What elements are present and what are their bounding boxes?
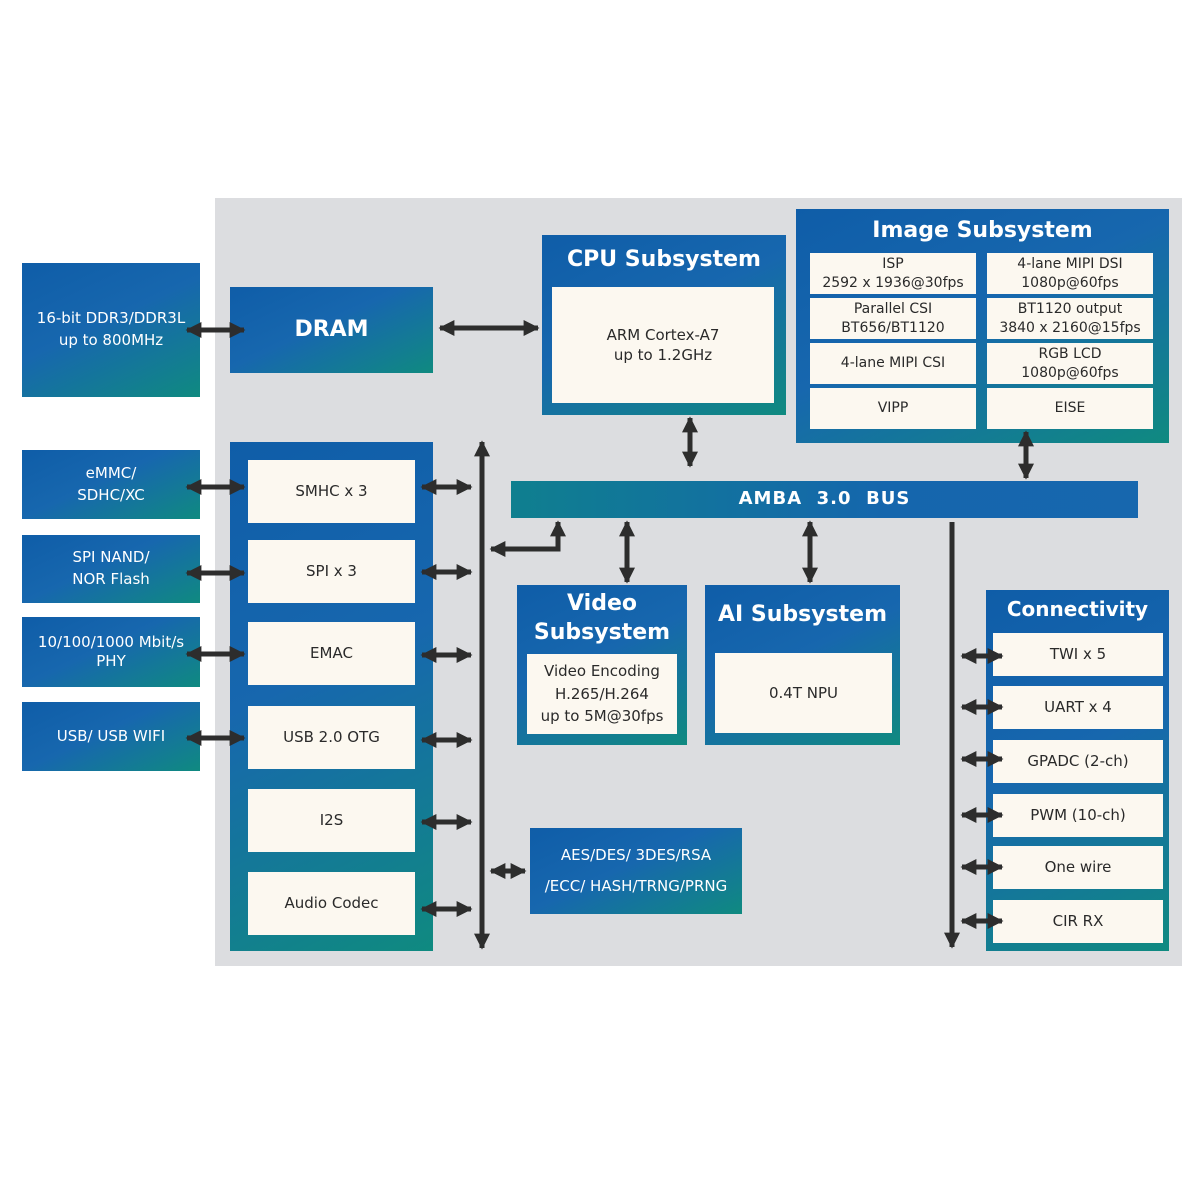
phy-interface-box: 10/100/1000 Mbit/s PHY <box>22 617 200 687</box>
ddr-interface-box: 16-bit DDR3/DDR3L up to 800MHz <box>22 263 200 397</box>
video-subsystem-title: Video Subsystem <box>533 591 671 645</box>
image-cell-mipi-csi-label: 4-lane MIPI CSI <box>840 355 946 372</box>
image-cell-parallel-csi: Parallel CSI BT656/BT1120 <box>810 298 976 339</box>
arrow-vertical-bus-amba <box>489 520 567 558</box>
image-subsystem-title: Image Subsystem <box>872 218 1093 243</box>
cpu-core-box: ARM Cortex-A7 up to 1.2GHz <box>552 287 774 403</box>
image-cell-eise: EISE <box>987 388 1153 429</box>
peripheral-emac: EMAC <box>248 622 415 685</box>
image-cell-mipi-csi: 4-lane MIPI CSI <box>810 343 976 384</box>
peripheral-column-box: SMHC x 3 SPI x 3 EMAC USB 2.0 OTG I2S Au… <box>230 442 433 951</box>
image-cell-parallel-csi-label: Parallel CSI BT656/BT1120 <box>841 301 945 336</box>
video-subsystem-box: Video Subsystem Video Encoding H.265/H.2… <box>517 585 687 745</box>
peripheral-smhc: SMHC x 3 <box>248 460 415 523</box>
connectivity-one-wire: One wire <box>993 846 1163 889</box>
connectivity-title: Connectivity <box>1006 597 1149 621</box>
ai-subsystem-box: AI Subsystem 0.4T NPU <box>705 585 900 745</box>
emmc-interface-box: eMMC/ SDHC/XC <box>22 450 200 519</box>
connectivity-pwm: PWM (10-ch) <box>993 794 1163 837</box>
peripheral-spi: SPI x 3 <box>248 540 415 603</box>
connectivity-box: Connectivity TWI x 5 UART x 4 GPADC (2-c… <box>986 590 1169 951</box>
connectivity-gpadc: GPADC (2-ch) <box>993 740 1163 783</box>
peripheral-audio-codec: Audio Codec <box>248 872 415 935</box>
image-cell-isp-label: ISP 2592 x 1936@30fps <box>822 256 964 291</box>
npu-box: 0.4T NPU <box>715 653 892 733</box>
dram-box: DRAM <box>230 287 433 373</box>
ai-subsystem-title: AI Subsystem <box>717 602 888 627</box>
spi-nand-interface-box: SPI NAND/ NOR Flash <box>22 535 200 603</box>
usb-interface-box: USB/ USB WIFI <box>22 702 200 771</box>
image-cell-rgb-lcd: RGB LCD 1080p@60fps <box>987 343 1153 384</box>
connectivity-uart: UART x 4 <box>993 686 1163 729</box>
image-cell-isp: ISP 2592 x 1936@30fps <box>810 253 976 294</box>
image-cell-mipi-dsi-label: 4-lane MIPI DSI 1080p@60fps <box>1017 256 1123 291</box>
image-cell-mipi-dsi: 4-lane MIPI DSI 1080p@60fps <box>987 253 1153 294</box>
crypto-box: AES/DES/ 3DES/RSA /ECC/ HASH/TRNG/PRNG <box>530 828 742 914</box>
image-cell-vipp: VIPP <box>810 388 976 429</box>
connectivity-twi: TWI x 5 <box>993 633 1163 676</box>
image-cell-vipp-label: VIPP <box>877 400 909 417</box>
cpu-subsystem-box: CPU Subsystem ARM Cortex-A7 up to 1.2GHz <box>542 235 786 415</box>
image-cell-bt1120-output: BT1120 output 3840 x 2160@15fps <box>987 298 1153 339</box>
peripheral-usb-otg: USB 2.0 OTG <box>248 706 415 769</box>
connectivity-cir-rx: CIR RX <box>993 900 1163 943</box>
peripheral-i2s: I2S <box>248 789 415 852</box>
video-encoding-box: Video Encoding H.265/H.264 up to 5M@30fp… <box>527 654 677 734</box>
image-cell-bt1120-output-label: BT1120 output 3840 x 2160@15fps <box>999 301 1141 336</box>
image-cell-eise-label: EISE <box>1054 400 1086 417</box>
amba-bus-bar: AMBA 3.0 BUS <box>511 481 1138 518</box>
image-cell-rgb-lcd-label: RGB LCD 1080p@60fps <box>1021 346 1119 381</box>
image-subsystem-box: Image Subsystem ISP 2592 x 1936@30fps 4-… <box>796 209 1169 443</box>
cpu-subsystem-title: CPU Subsystem <box>567 247 761 272</box>
